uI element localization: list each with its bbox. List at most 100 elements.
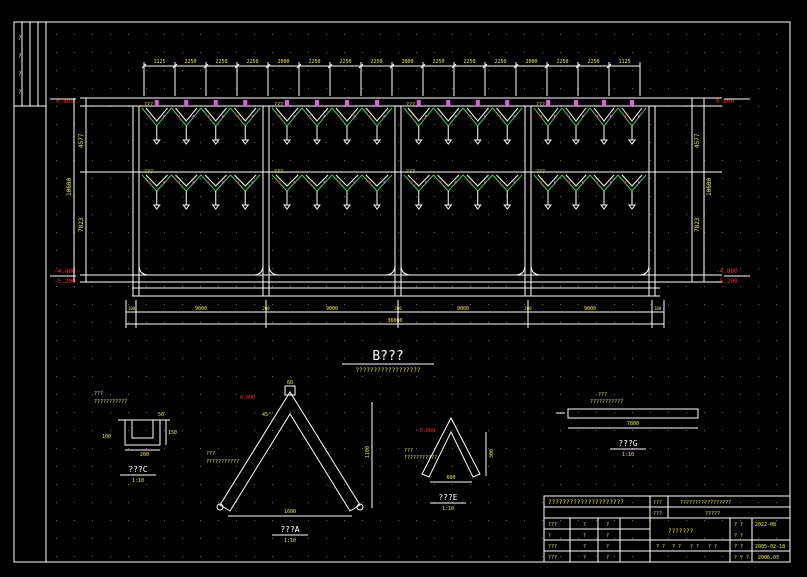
grid-dot [182,412,183,413]
grid-dot [650,430,651,431]
grid-dot [542,412,543,413]
grid-dot [776,160,777,161]
grid-dot [668,268,669,269]
grid-dot [776,448,777,449]
grid-dot [398,376,399,377]
grid-dot [290,124,291,125]
grid-dot [578,304,579,305]
grid-dot [182,358,183,359]
grid-dot [182,142,183,143]
grid-dot [182,466,183,467]
diffuser-v-inner [175,174,198,187]
grid-dot [326,304,327,305]
grid-dot [362,304,363,305]
grid-dot [686,520,687,521]
grid-dot [110,412,111,413]
grid-dot [326,178,327,179]
grid-dot [632,214,633,215]
grid-dot [542,466,543,467]
grid-dot [362,214,363,215]
grid-dot [164,538,165,539]
tb-row3-a: ??? [548,544,557,550]
grid-dot [164,250,165,251]
grid-dot [146,412,147,413]
grid-dot [92,340,93,341]
grid-dot [110,340,111,341]
bar-note2: ??????????? [590,399,623,405]
grid-dot [452,376,453,377]
grid-dot [362,376,363,377]
diffuser-mark [323,115,326,118]
grid-dot [290,322,291,323]
grid-dot [758,358,759,359]
grid-dot [488,268,489,269]
top-dim-tick [451,63,457,69]
grid-dot [380,448,381,449]
grid-dot [398,538,399,539]
grid-dot [344,448,345,449]
grid-dot [596,268,597,269]
bay-floor-0 [138,264,264,276]
small-tri-scale: 1:10 [442,506,454,512]
grid-dot [596,376,597,377]
grid-dot [182,88,183,89]
grid-dot [74,394,75,395]
grid-dot [452,88,453,89]
grid-dot [488,358,489,359]
diffuser-unit [271,174,303,210]
grid-dot [452,196,453,197]
grid-dot [758,466,759,467]
grid-dot [776,358,777,359]
bottom-total: 36000 [387,318,402,324]
grid-dot [398,412,399,413]
grid-dot [290,538,291,539]
grid-dot [668,376,669,377]
grid-dot [110,376,111,377]
grid-dot [578,556,579,557]
detail-bar: ??? ??????????? 7800 ???G 1:10 [556,392,699,458]
grid-dot [578,376,579,377]
grid-dot [560,484,561,485]
grid-dot [128,160,129,161]
grid-dot [110,88,111,89]
grid-dot [650,214,651,215]
diffuser-v-inner [537,107,559,122]
grid-dot [128,502,129,503]
grid-dot [344,268,345,269]
grid-dot [704,448,705,449]
tb-drawing-name: ????? [705,511,720,517]
grid-dot [326,430,327,431]
grid-dot [506,52,507,53]
grid-dot [434,484,435,485]
grid-dots [56,34,777,557]
top-dim-tick [141,63,147,69]
grid-dot [758,250,759,251]
grid-dot [416,394,417,395]
grid-dot [686,502,687,503]
grid-dot [380,250,381,251]
grid-dot [398,142,399,143]
grid-dot [686,160,687,161]
hanger [243,100,248,106]
grid-dot [164,520,165,521]
grid-dot [452,484,453,485]
grid-dot [326,556,327,557]
grid-dot [776,412,777,413]
grid-dot [542,502,543,503]
diffuser-mark [568,115,570,118]
grid-dot [236,520,237,521]
grid-dot [362,448,363,449]
grid-dot [200,142,201,143]
bottom-end-left: 100 [128,306,136,311]
hanger [446,100,451,106]
grid-dot [128,268,129,269]
grid-dot [200,484,201,485]
grid-dot [326,376,327,377]
grid-dot [488,394,489,395]
grid-dot [236,484,237,485]
diffuser-mark [568,181,570,184]
grid-dot [542,430,543,431]
grid-dot [488,142,489,143]
grid-dot [668,196,669,197]
